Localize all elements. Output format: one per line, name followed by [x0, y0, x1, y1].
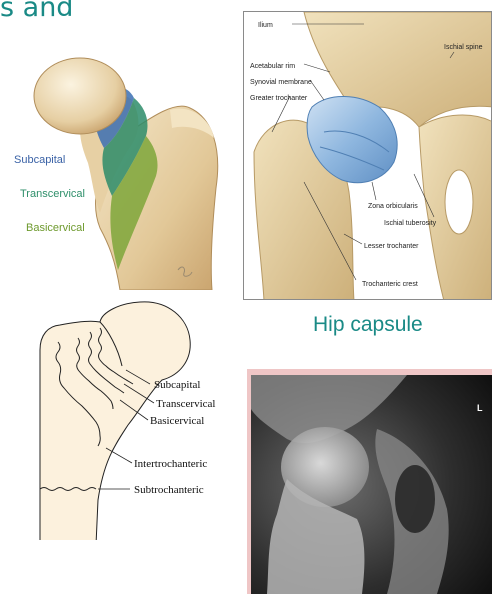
femur-neck-fracture-illustration: Subcapital Transcervical Basicervical — [0, 38, 240, 290]
label-ischial-spine: Ischial spine — [444, 44, 483, 51]
label-greater-trochanter: Greater trochanter — [250, 95, 308, 102]
label-line-transcervical: Transcervical — [156, 398, 215, 410]
label-line-basicervical: Basicervical — [150, 415, 204, 427]
label-trochanteric-crest: Trochanteric crest — [362, 281, 418, 288]
hip-xray-image: L — [247, 369, 492, 594]
label-subcapital: Subcapital — [14, 154, 65, 166]
label-ilium: Ilium — [258, 22, 273, 29]
label-lesser-trochanter: Lesser trochanter — [364, 243, 419, 250]
label-line-subtrochanteric: Subtrochanteric — [134, 484, 204, 496]
page-title: s and — [0, 0, 73, 23]
obturator-foramen — [445, 170, 473, 234]
label-acetabular-rim: Acetabular rim — [250, 63, 295, 70]
label-transcervical: Transcervical — [20, 188, 85, 200]
label-line-intertrochanteric: Intertrochanteric — [134, 458, 207, 470]
label-line-subcapital: Subcapital — [154, 379, 200, 391]
label-ischial-tuberosity: Ischial tuberosity — [384, 220, 437, 227]
label-synovial-membrane: Synovial membrane — [250, 79, 312, 86]
hip-capsule-anatomy-illustration: Ilium Ischial spine Acetabular rim Synov… — [243, 11, 492, 300]
hip-capsule-caption: Hip capsule — [313, 313, 423, 337]
xray-side-marker: L — [477, 403, 483, 413]
xray-svg: L — [247, 369, 492, 594]
femur-fracture-line-diagram: Subcapital Transcervical Basicervical In… — [0, 300, 240, 540]
femur-colored-svg: Subcapital Transcervical Basicervical — [0, 38, 240, 290]
xray-obturator — [395, 465, 435, 533]
femur-line-svg: Subcapital Transcervical Basicervical In… — [0, 300, 240, 540]
label-zona-orbicularis: Zona orbicularis — [368, 203, 418, 210]
hip-anatomy-svg: Ilium Ischial spine Acetabular rim Synov… — [244, 12, 492, 300]
label-basicervical: Basicervical — [26, 222, 85, 234]
femoral-head — [34, 58, 126, 134]
